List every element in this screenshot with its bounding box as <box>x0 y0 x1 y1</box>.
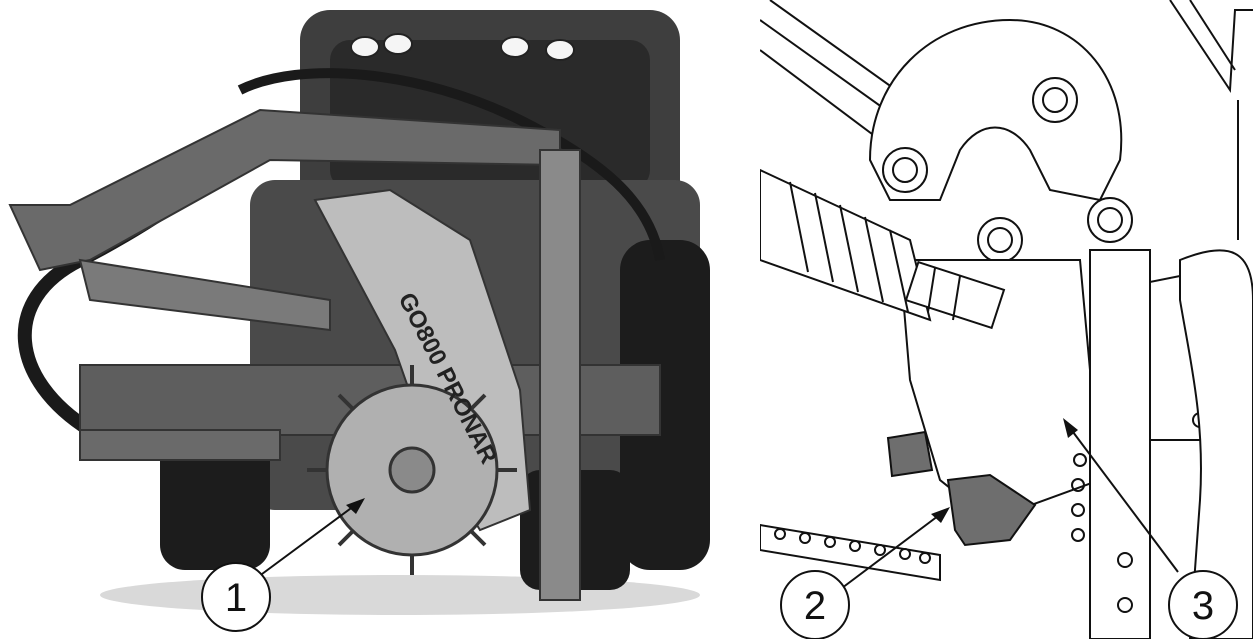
vertical-post <box>539 149 581 601</box>
callout-circle-1 <box>201 562 271 632</box>
callout-number-2: 2 <box>804 584 826 628</box>
drawing-lines <box>760 0 1253 639</box>
roof-light <box>545 39 575 61</box>
wheel-teeth <box>307 365 517 575</box>
callout-number-3: 3 <box>1192 584 1214 628</box>
callout-leader <box>841 512 943 589</box>
hose-fitting <box>904 260 1006 330</box>
callout-number-1: 1 <box>225 576 247 620</box>
tractor-photo: GO800 PRONAR 1 <box>8 10 710 632</box>
drive-chain <box>760 523 941 582</box>
callout-circle-2 <box>780 570 850 639</box>
callout-leader <box>1069 427 1179 573</box>
roof-light <box>500 36 530 58</box>
callout-circle-3 <box>1168 570 1238 639</box>
rear-tire <box>620 240 710 570</box>
wheel-hub <box>388 446 436 494</box>
callout-arrowhead <box>346 498 365 514</box>
callout-arrowhead <box>931 507 950 523</box>
bracket-drawing: 2 3 <box>760 0 1253 639</box>
roof-light <box>383 33 413 55</box>
corrugated-hose <box>760 168 932 322</box>
hydraulic-hose <box>237 68 665 261</box>
roof-light <box>350 36 380 58</box>
tractor-illustration: GO800 PRONAR 1 <box>8 10 710 632</box>
technical-drawing: 2 3 <box>760 0 1253 639</box>
guard-plate <box>946 473 1037 547</box>
frame-rail <box>79 429 281 461</box>
boom-arm-lower <box>78 258 331 332</box>
callout-arrowhead <box>1063 418 1078 438</box>
guard-plate <box>886 430 934 478</box>
callout-leader <box>261 502 359 575</box>
